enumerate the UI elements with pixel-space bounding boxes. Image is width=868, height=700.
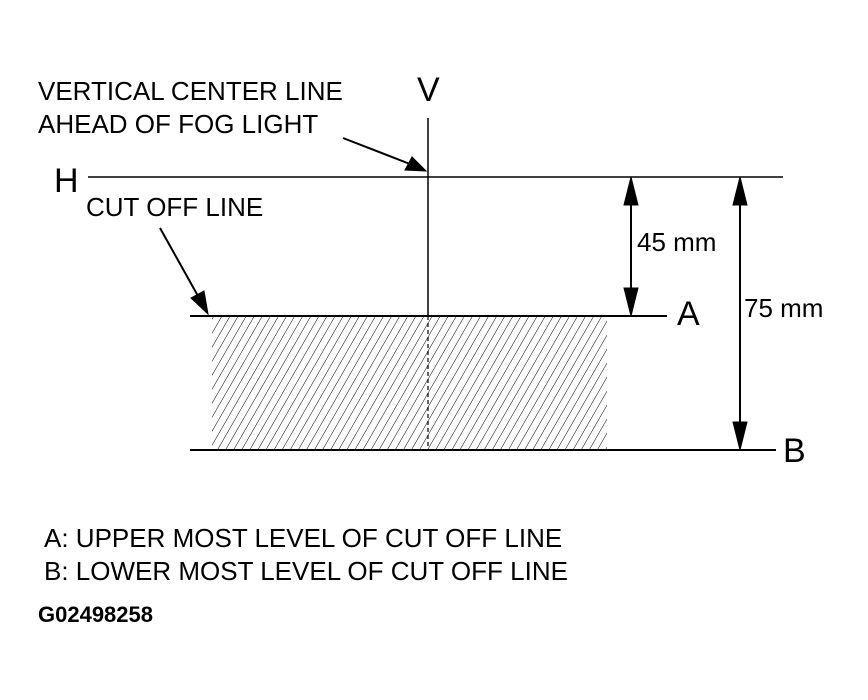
- dimension-arrow-75mm: [732, 176, 748, 451]
- leader-arrow-vertical-center: [342, 137, 428, 172]
- vertical-line-label-v: V: [417, 71, 440, 109]
- level-a-label: A: [677, 295, 700, 333]
- vertical-center-line-caption-1: VERTICAL CENTER LINE: [38, 76, 343, 106]
- dimension-45mm-label: 45 mm: [637, 227, 716, 257]
- legend-b: B: LOWER MOST LEVEL OF CUT OFF LINE: [44, 556, 568, 586]
- cut-off-band-hatch: [212, 316, 607, 450]
- vertical-center-line-caption-2: AHEAD OF FOG LIGHT: [38, 109, 318, 139]
- dimension-75mm-label: 75 mm: [744, 293, 823, 323]
- level-b-label: B: [783, 432, 806, 470]
- leader-arrow-cut-off-line: [159, 227, 209, 316]
- legend-a: A: UPPER MOST LEVEL OF CUT OFF LINE: [44, 523, 562, 553]
- dimension-arrow-45mm: [623, 176, 639, 317]
- figure-code: G02498258: [38, 602, 153, 627]
- cut-off-line-caption: CUT OFF LINE: [86, 192, 263, 222]
- horizontal-line-label-h: H: [54, 162, 79, 200]
